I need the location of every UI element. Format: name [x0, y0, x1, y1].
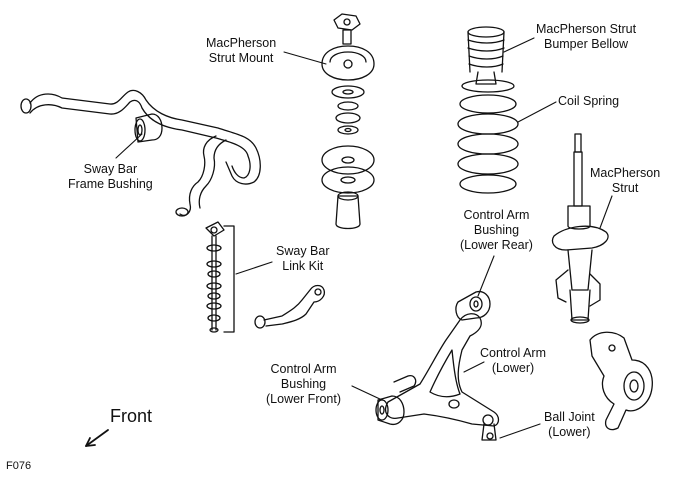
- link-bracket: [254, 284, 326, 329]
- lower-control-arm: [384, 313, 500, 427]
- coil-spring: [457, 79, 519, 194]
- leader-lines: [115, 37, 613, 439]
- macpherson-strut: [551, 133, 609, 324]
- label-front: Front: [110, 406, 153, 426]
- sway-bar: [20, 89, 261, 217]
- steering-knuckle: [589, 331, 653, 431]
- sway-bar-link-kit: [205, 221, 235, 333]
- label-control-arm: Control Arm(Lower): [480, 346, 546, 375]
- ball-joint: [481, 414, 497, 441]
- bumper-bellow: [467, 26, 505, 85]
- figure-code: F076: [6, 460, 32, 472]
- label-coil-spring: Coil Spring: [558, 94, 620, 108]
- control-arm-bushing-rear: [455, 290, 491, 321]
- sway-bar-frame-bushing: [134, 113, 163, 143]
- arrow-down-left-icon: [85, 429, 109, 447]
- strut-mount-assembly: [321, 13, 375, 230]
- label-ball-joint: Ball Joint(Lower): [544, 410, 595, 439]
